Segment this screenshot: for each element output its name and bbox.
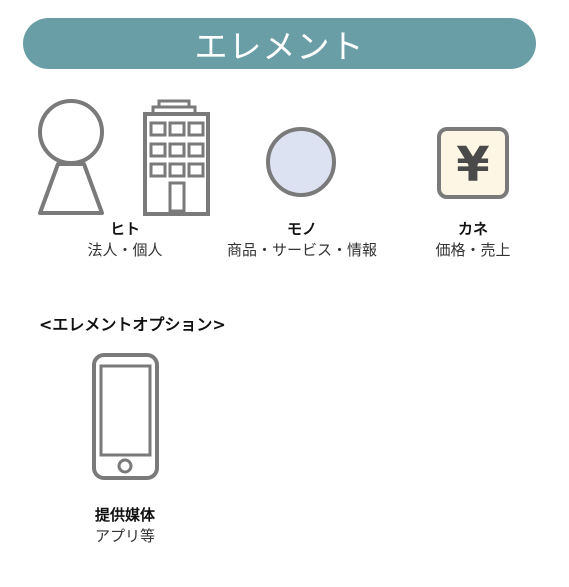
element-name: ヒト [109, 220, 140, 238]
yen-icon: ¥ [437, 127, 509, 199]
element-caption-mono: モノ 商品・サービス・情報 [202, 219, 402, 261]
circle-icon [266, 127, 336, 197]
element-description: 価格・売上 [435, 241, 511, 259]
element-name: モノ [286, 220, 317, 238]
element-name: カネ [457, 220, 488, 238]
title-banner: エレメント [23, 18, 536, 69]
element-caption-kane: カネ 価格・売上 [373, 219, 569, 261]
options-heading: <エレメントオプション> [39, 315, 226, 334]
page-title: エレメント [194, 26, 365, 66]
option-name: 提供媒体 [94, 506, 155, 524]
option-description: アプリ等 [94, 527, 155, 545]
yen-symbol: ¥ [456, 137, 489, 193]
element-description: 法人・個人 [87, 241, 163, 259]
smartphone-icon [92, 353, 159, 480]
option-caption-media: 提供媒体 アプリ等 [25, 505, 225, 547]
person-icon [38, 99, 104, 215]
element-caption-hito: ヒト 法人・個人 [25, 219, 225, 261]
building-icon [143, 99, 210, 216]
element-description: 商品・サービス・情報 [226, 241, 377, 259]
